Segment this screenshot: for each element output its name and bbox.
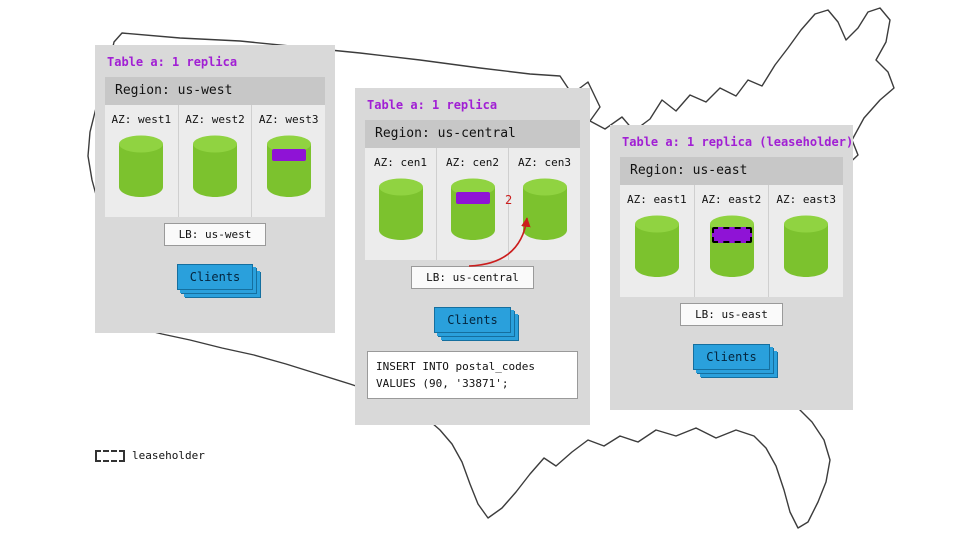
az-label: AZ: east1	[627, 193, 687, 206]
az-label: AZ: cen1	[374, 156, 427, 169]
leaseholder-dashed-swatch-icon	[95, 449, 125, 462]
clients-button[interactable]: Clients	[693, 344, 770, 370]
replica-range-badge	[271, 149, 306, 161]
region-panel-us-west: Table a: 1 replica Region: us-west AZ: w…	[95, 45, 335, 333]
region-box: Region: us-west AZ: west1 AZ: west2	[105, 77, 325, 217]
database-cylinder	[265, 134, 313, 198]
sql-query-line1: INSERT INTO postal_codes	[376, 360, 535, 373]
az-label: AZ: cen3	[518, 156, 571, 169]
az-label: AZ: west1	[111, 113, 172, 126]
table-replica-label: Table a: 1 replica (leaseholder)	[622, 135, 854, 149]
database-cylinder	[708, 214, 756, 278]
database-cylinder	[521, 177, 569, 241]
load-balancer-label: LB: us-east	[680, 303, 783, 326]
region-panel-us-central: Table a: 1 replica Region: us-central AZ…	[355, 88, 590, 425]
database-cylinder	[782, 214, 830, 278]
az-column-west1: AZ: west1	[105, 105, 178, 217]
region-box: Region: us-central AZ: cen1 AZ: cen2	[365, 120, 580, 260]
az-label: AZ: west2	[185, 113, 245, 126]
legend-label: leaseholder	[132, 449, 205, 462]
region-box: Region: us-east AZ: east1 AZ: east2	[620, 157, 843, 297]
database-cylinder	[633, 214, 681, 278]
az-column-cen3: AZ: cen3	[508, 148, 580, 260]
load-balancer-label: LB: us-west	[163, 223, 267, 246]
az-column-west2: AZ: west2	[177, 105, 252, 217]
database-cylinder	[191, 134, 239, 198]
database-cylinder	[449, 177, 497, 241]
az-column-east3: AZ: east3	[768, 185, 843, 297]
legend: leaseholder	[95, 449, 205, 462]
db-cylinder-icon	[709, 215, 754, 277]
az-row: AZ: east1 AZ: east2	[620, 185, 843, 297]
az-label: AZ: cen2	[446, 156, 499, 169]
replica-range-badge	[455, 192, 490, 204]
table-replica-label: Table a: 1 replica	[367, 98, 498, 112]
db-cylinder-icon	[634, 215, 679, 277]
az-column-west3: AZ: west3	[251, 105, 325, 217]
region-title: Region: us-central	[365, 120, 580, 148]
database-cylinder	[117, 134, 165, 198]
db-cylinder-icon	[378, 178, 423, 240]
database-cylinder	[377, 177, 425, 241]
az-row: AZ: west1 AZ: west2	[105, 105, 325, 217]
db-cylinder-icon	[266, 135, 311, 197]
az-column-east1: AZ: east1	[620, 185, 694, 297]
db-cylinder-icon	[193, 135, 237, 197]
az-column-east2: AZ: east2	[693, 185, 769, 297]
az-label: AZ: east2	[701, 193, 762, 206]
load-balancer-label: LB: us-central	[411, 266, 534, 289]
az-row: AZ: cen1 AZ: cen2	[365, 148, 580, 260]
clients-button[interactable]: Clients	[176, 264, 254, 290]
leaseholder-range-badge	[711, 227, 752, 243]
db-cylinder-icon	[119, 135, 164, 197]
sql-query-box: INSERT INTO postal_codes VALUES (90, '33…	[367, 351, 578, 399]
clients-button[interactable]: Clients	[434, 307, 511, 333]
az-label: AZ: east3	[776, 193, 836, 206]
table-replica-label: Table a: 1 replica	[107, 55, 238, 69]
az-column-cen1: AZ: cen1	[365, 148, 436, 260]
region-panel-us-east: Table a: 1 replica (leaseholder) Region:…	[610, 125, 853, 410]
az-label: AZ: west3	[258, 113, 319, 126]
region-title: Region: us-west	[105, 77, 325, 105]
db-cylinder-icon	[784, 215, 829, 277]
region-title: Region: us-east	[620, 157, 843, 185]
db-cylinder-icon	[522, 178, 567, 240]
db-cylinder-icon	[450, 178, 495, 240]
sql-query-line2: VALUES (90, '33871';	[376, 377, 509, 390]
az-column-cen2: AZ: cen2	[436, 148, 508, 260]
